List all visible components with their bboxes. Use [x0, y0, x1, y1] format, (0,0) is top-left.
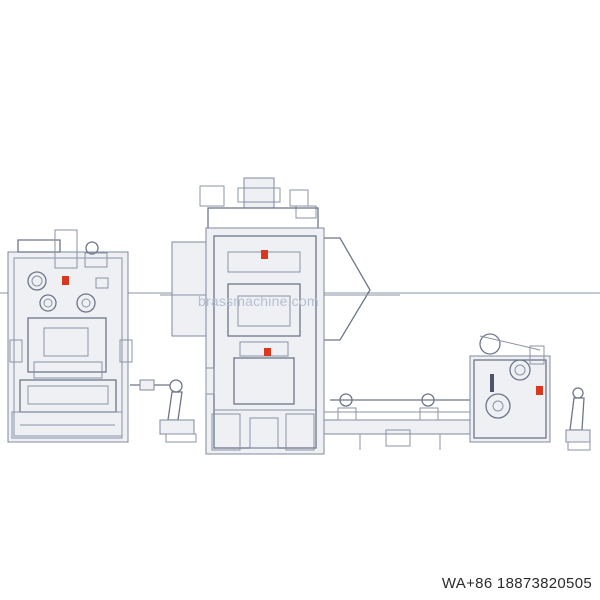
watermark-text: brassmachine.com	[198, 293, 319, 309]
decoiler-feeder	[469, 333, 551, 443]
warning-label-icon	[62, 276, 69, 285]
left-robot-arm	[130, 379, 197, 443]
right-robot-arm	[565, 387, 591, 451]
warning-label-icon	[261, 250, 268, 259]
left-press-machine	[7, 229, 133, 443]
warning-label-icon	[536, 386, 543, 395]
center-press-machine	[160, 177, 400, 455]
contact-text: WA+86 18873820505	[441, 575, 592, 592]
warning-label-icon	[264, 348, 271, 356]
transfer-conveyor	[323, 393, 475, 450]
